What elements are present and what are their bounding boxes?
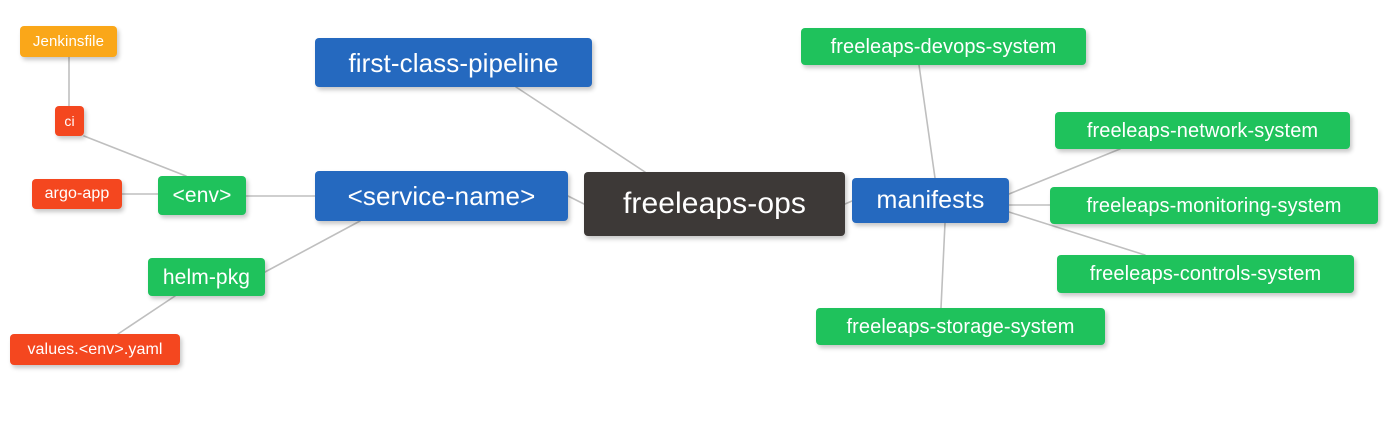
edge-manifests-to-freeleaps-controls-system — [1008, 211, 1146, 256]
node-label-manifests: manifests — [876, 186, 985, 214]
node-jenkinsfile[interactable]: Jenkinsfile — [20, 26, 117, 57]
node-label-values-env-yaml: values.<env>.yaml — [27, 340, 163, 358]
edge-manifests-to-freeleaps-devops-system — [918, 64, 936, 179]
node-service-name[interactable]: <service-name> — [315, 171, 568, 221]
node-label-freeleaps-devops-system: freeleaps-devops-system — [830, 35, 1057, 58]
edge-env-to-ci — [83, 135, 187, 177]
node-freeleaps-network-system[interactable]: freeleaps-network-system — [1055, 112, 1350, 149]
node-label-freeleaps-storage-system: freeleaps-storage-system — [846, 315, 1075, 338]
node-label-helm-pkg: helm-pkg — [162, 265, 251, 289]
node-env[interactable]: <env> — [158, 176, 246, 215]
node-label-freeleaps-ops: freeleaps-ops — [622, 187, 807, 220]
node-label-freeleaps-monitoring-system: freeleaps-monitoring-system — [1086, 194, 1342, 217]
node-first-class-pipeline[interactable]: first-class-pipeline — [315, 38, 592, 87]
node-label-service-name: <service-name> — [347, 181, 536, 211]
node-argo-app[interactable]: argo-app — [32, 179, 122, 209]
node-label-argo-app: argo-app — [44, 185, 110, 202]
edge-manifests-to-freeleaps-network-system — [1008, 148, 1121, 195]
node-freeleaps-monitoring-system[interactable]: freeleaps-monitoring-system — [1050, 187, 1378, 224]
edge-freeleaps-ops-to-manifests — [844, 200, 853, 205]
edge-freeleaps-ops-to-first-class-pipeline — [515, 86, 646, 173]
node-freeleaps-controls-system[interactable]: freeleaps-controls-system — [1057, 255, 1354, 293]
edge-service-name-to-helm-pkg — [264, 220, 361, 273]
node-values-env-yaml[interactable]: values.<env>.yaml — [10, 334, 180, 365]
node-freeleaps-storage-system[interactable]: freeleaps-storage-system — [816, 308, 1105, 345]
node-ci[interactable]: ci — [55, 106, 84, 136]
node-freeleaps-devops-system[interactable]: freeleaps-devops-system — [801, 28, 1086, 65]
edge-helm-pkg-to-values-env-yaml — [117, 295, 176, 335]
edge-freeleaps-ops-to-service-name — [567, 195, 585, 205]
node-manifests[interactable]: manifests — [852, 178, 1009, 223]
edge-manifests-to-freeleaps-storage-system — [940, 222, 946, 309]
node-helm-pkg[interactable]: helm-pkg — [148, 258, 265, 296]
node-label-freeleaps-controls-system: freeleaps-controls-system — [1089, 263, 1322, 285]
node-freeleaps-ops[interactable]: freeleaps-ops — [584, 172, 845, 236]
node-label-ci: ci — [64, 113, 75, 129]
node-label-freeleaps-network-system: freeleaps-network-system — [1086, 119, 1319, 142]
node-label-first-class-pipeline: first-class-pipeline — [348, 47, 559, 78]
node-label-jenkinsfile: Jenkinsfile — [32, 33, 105, 50]
node-label-env: <env> — [172, 184, 232, 207]
